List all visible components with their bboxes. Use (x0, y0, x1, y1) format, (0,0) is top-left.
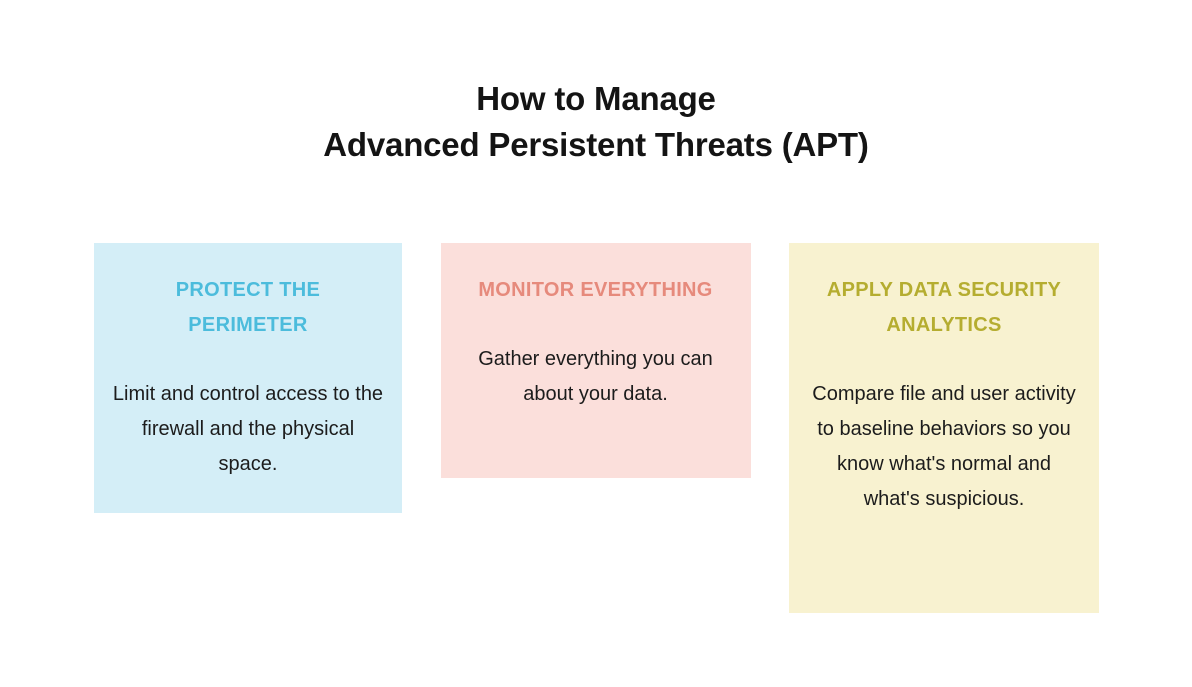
card-monitor-everything: MONITOR EVERYTHING Gather everything you… (440, 243, 751, 478)
card-heading-monitor-everything: MONITOR EVERYTHING (478, 279, 713, 301)
card-apply-data-security-analytics: APPLY DATA SECURITY ANALYTICS Compare fi… (789, 243, 1099, 613)
cards-row: PROTECT THE PERIMETER Limit and control … (94, 243, 1099, 613)
card-protect-the-perimeter: PROTECT THE PERIMETER Limit and control … (94, 243, 402, 513)
card-body-monitor-everything: Gather everything you can about your dat… (478, 348, 713, 405)
page-title: How to Manage Advanced Persistent Threat… (0, 76, 1192, 168)
card-heading-apply-data-security-analytics: APPLY DATA SECURITY ANALYTICS (826, 279, 1062, 336)
page-title-line-2: Advanced Persistent Threats (APT) (323, 126, 869, 163)
card-body-apply-data-security-analytics: Compare file and user activity to baseli… (812, 383, 1076, 510)
card-heading-protect-the-perimeter: PROTECT THE PERIMETER (175, 279, 321, 336)
card-body-protect-the-perimeter: Limit and control access to the firewall… (112, 383, 384, 475)
page-title-line-1: How to Manage (476, 80, 716, 117)
